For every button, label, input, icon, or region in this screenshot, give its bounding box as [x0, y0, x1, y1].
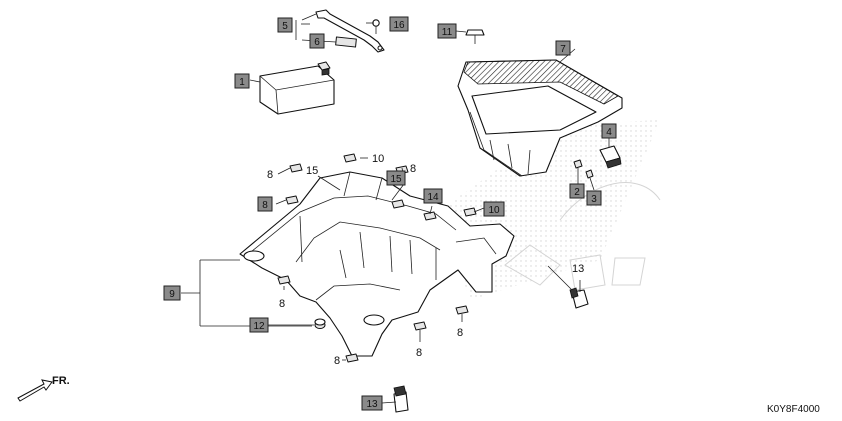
callout-15-a[interactable]: 15 [306, 165, 318, 177]
clip-3-illustration [585, 169, 594, 179]
hose-13a-illustration [569, 287, 589, 309]
rubber-pad-illustration [335, 36, 357, 48]
callout-2[interactable]: 2 [569, 183, 585, 199]
callout-5-text: 5 [282, 21, 288, 32]
callout-8-g[interactable]: 8 [457, 327, 463, 339]
connector-4-illustration [599, 145, 622, 169]
callout-3[interactable]: 3 [586, 190, 602, 206]
callout-8-e[interactable]: 8 [334, 355, 340, 367]
nut-10b-illustration [463, 207, 477, 217]
front-direction-arrow-icon [17, 379, 53, 402]
callout-8-f[interactable]: 8 [416, 347, 422, 359]
callout-11[interactable]: 11 [437, 23, 457, 39]
callout-12[interactable]: 12 [249, 317, 269, 333]
callout-4[interactable]: 4 [601, 123, 617, 139]
clip-2-illustration [573, 159, 583, 169]
callout-3-text: 3 [591, 194, 597, 205]
nut-10a-illustration [343, 153, 357, 163]
callout-6-text: 6 [314, 37, 320, 48]
callout-14[interactable]: 14 [423, 188, 443, 204]
callout-6[interactable]: 6 [309, 33, 325, 49]
battery-bracket-illustration [315, 9, 385, 53]
callout-13-boxed[interactable]: 13 [361, 395, 383, 411]
battery-illustration [259, 61, 335, 115]
callout-2-text: 2 [574, 187, 580, 198]
callout-16-text: 16 [393, 20, 405, 31]
callout-9[interactable]: 9 [163, 285, 181, 301]
callout-13-boxed-text: 13 [366, 399, 378, 410]
inner-frame-illustration [239, 171, 515, 357]
callout-7[interactable]: 7 [555, 40, 571, 56]
callout-4-text: 4 [606, 127, 612, 138]
callout-8-boxed-text: 8 [262, 200, 268, 211]
callout-8-d[interactable]: 8 [279, 298, 285, 310]
battery-tray-illustration [457, 59, 623, 177]
callout-9-text: 9 [169, 289, 175, 300]
callout-10-boxed-text: 10 [488, 205, 500, 216]
bolt-16-illustration [372, 19, 380, 34]
callout-14-text: 14 [427, 192, 439, 203]
callout-15-boxed-text: 15 [390, 174, 402, 185]
callout-13-a[interactable]: 13 [572, 263, 584, 275]
callout-11-text: 11 [442, 27, 453, 38]
callout-1-text: 1 [239, 77, 245, 88]
callout-7-text: 7 [560, 44, 566, 55]
callout-1[interactable]: 1 [234, 73, 250, 89]
callout-8-a[interactable]: 8 [267, 169, 273, 181]
callout-10-boxed[interactable]: 10 [483, 201, 505, 217]
hose-13b-illustration [393, 385, 409, 413]
diagram-code: K0Y8F4000 [767, 404, 820, 415]
screw-11-illustration [465, 29, 485, 44]
front-indicator-label: FR. [52, 375, 70, 387]
grommet-12-illustration [314, 318, 326, 329]
callout-8-c[interactable]: 8 [410, 163, 416, 175]
callout-5[interactable]: 5 [277, 17, 293, 33]
callout-12-text: 12 [253, 321, 265, 332]
callout-15-boxed[interactable]: 15 [386, 170, 406, 186]
callout-10-a[interactable]: 10 [372, 153, 384, 165]
callout-16[interactable]: 16 [389, 16, 409, 32]
callout-8-boxed[interactable]: 8 [257, 196, 273, 212]
